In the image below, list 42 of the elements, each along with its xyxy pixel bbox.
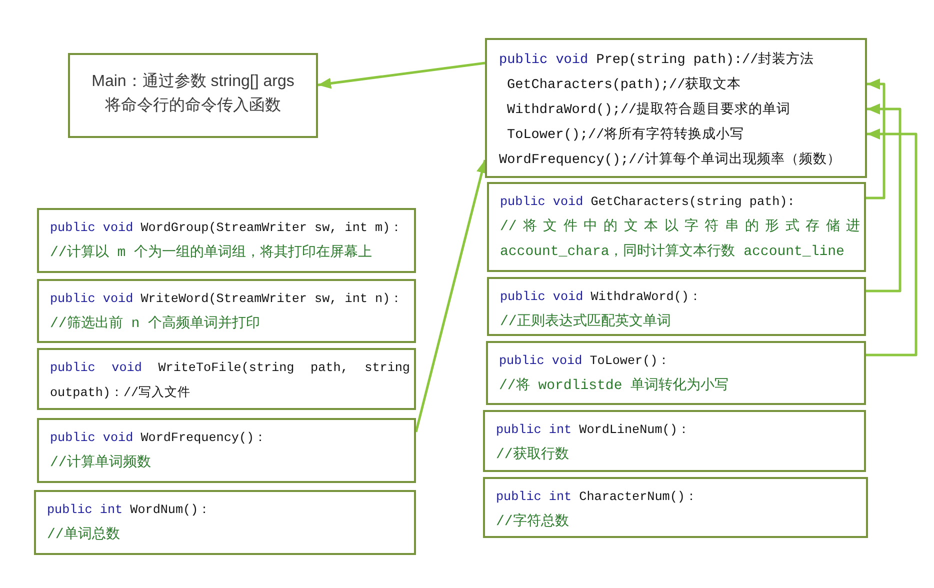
code-comment: //正则表达式匹配英文单词 <box>500 312 672 332</box>
code-comment: //字符总数 <box>496 512 570 532</box>
method-signature: public int WordLineNum()： <box>496 422 692 439</box>
method-signature: public void GetCharacters(string path): <box>500 194 796 211</box>
code-comment: //计算以 m 个为一组的单词组，将其打印在屏幕上 <box>50 244 374 263</box>
code-comment: //计算单词频数 <box>50 454 152 473</box>
method-signature: public int WordNum()： <box>47 502 212 519</box>
method-signature: public void WriteWord(StreamWriter sw, int n)： <box>50 291 404 308</box>
arrow <box>866 128 918 356</box>
arrow <box>318 62 486 89</box>
text-box <box>68 53 318 138</box>
code-line: WordFrequency();//计算每个单词出现频率（频数） <box>499 150 842 170</box>
method-signature: public int CharacterNum()： <box>496 489 699 506</box>
method-box <box>37 348 416 410</box>
code-line: ToLower();//将所有字符转换成小写 <box>506 126 746 145</box>
arrow <box>414 160 488 432</box>
code-comment: //将 wordlistde 单词转化为小写 <box>499 376 730 396</box>
description-text: Main：通过参数 string[] args 将命令行的命令传入函数 <box>90 72 296 116</box>
method-box <box>34 490 416 555</box>
arrow <box>866 78 886 200</box>
arrow <box>866 104 902 292</box>
method-box <box>487 182 866 272</box>
method-box <box>37 279 416 343</box>
method-box <box>486 341 866 405</box>
code-comment: //单词总数 <box>47 526 121 545</box>
method-box <box>37 418 416 483</box>
code-line: WithdraWord();//提取符合题目要求的单词 <box>506 101 792 120</box>
code-line: public void Prep(string path)://封装方法 <box>499 50 816 70</box>
method-signature: public void WordFrequency()： <box>50 430 268 447</box>
method-box <box>483 410 866 472</box>
method-box <box>487 277 866 336</box>
method-box <box>37 208 416 273</box>
code-comment: //获取行数 <box>496 446 570 465</box>
method-signature: public void ToLower()： <box>499 353 672 370</box>
code-comment: //将文件中的文本以字符串的形式存储进 account_chara，同时计算文本行数 account_line <box>500 217 860 262</box>
code-box <box>485 38 867 178</box>
method-signature: public void WithdraWord()： <box>500 289 703 306</box>
method-signature: public void WriteToFile(string path, string outpath)：//写入文件 <box>50 360 410 402</box>
method-box <box>483 477 868 538</box>
code-line: GetCharacters(path);//获取文本 <box>506 76 742 95</box>
method-signature: public void WordGroup(StreamWriter sw, int m)： <box>50 220 404 237</box>
code-comment: //筛选出前 n 个高频单词并打印 <box>50 314 262 334</box>
